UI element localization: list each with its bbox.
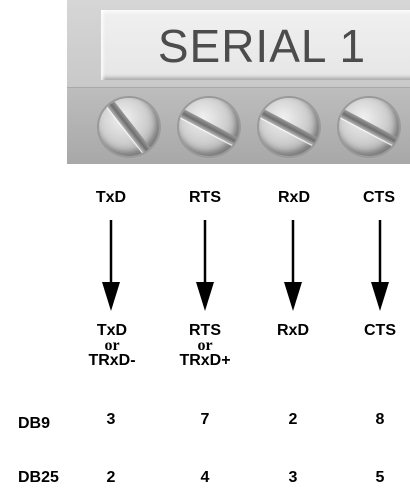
db25-pin-rxd: 3	[288, 469, 298, 486]
dest-signal-rts: RTS or TRxD+	[177, 322, 233, 369]
serial-terminal-block: SERIAL 1	[67, 0, 410, 164]
terminal-label-plate: SERIAL 1	[101, 10, 410, 80]
dest-line-or: or	[104, 337, 120, 354]
dest-line: RTS	[189, 322, 221, 339]
dest-line-or: or	[197, 337, 213, 354]
screw-icon	[339, 98, 399, 156]
db9-pin-rts: 7	[200, 411, 210, 428]
db9-pin-rxd: 2	[288, 411, 298, 428]
source-signal-txd: TxD	[95, 189, 127, 206]
db25-pin-rts: 4	[200, 469, 210, 486]
dest-line: TxD	[96, 322, 128, 339]
arrowhead-txd	[102, 282, 120, 311]
dest-signal-rxd: RxD	[268, 322, 318, 339]
db25-pin-cts: 5	[375, 469, 385, 486]
arrowhead-rxd	[284, 282, 302, 311]
row-label-db9: DB9	[18, 415, 51, 432]
dest-line: TRxD-	[88, 352, 136, 369]
db9-pin-txd: 3	[106, 411, 116, 428]
dest-signal-cts: CTS	[355, 322, 405, 339]
source-signal-rxd: RxD	[277, 189, 310, 206]
terminal-block-housing: SERIAL 1	[67, 0, 410, 89]
terminal-label: SERIAL 1	[157, 20, 367, 72]
dest-line: TRxD+	[179, 352, 231, 369]
db25-pin-txd: 2	[106, 469, 116, 486]
screw-icon	[99, 98, 159, 156]
dest-line: RxD	[276, 322, 309, 339]
arrowhead-rts	[196, 282, 214, 311]
source-signal-rts: RTS	[189, 189, 221, 206]
dest-signal-txd: TxD or TRxD-	[86, 322, 138, 369]
screw-icon	[179, 98, 239, 156]
screw-icon	[259, 98, 319, 156]
arrowhead-cts	[371, 282, 389, 311]
db9-pin-cts: 8	[375, 411, 385, 428]
row-label-db25: DB25	[18, 469, 59, 486]
dest-line: CTS	[364, 322, 396, 339]
source-signal-cts: CTS	[363, 189, 395, 206]
